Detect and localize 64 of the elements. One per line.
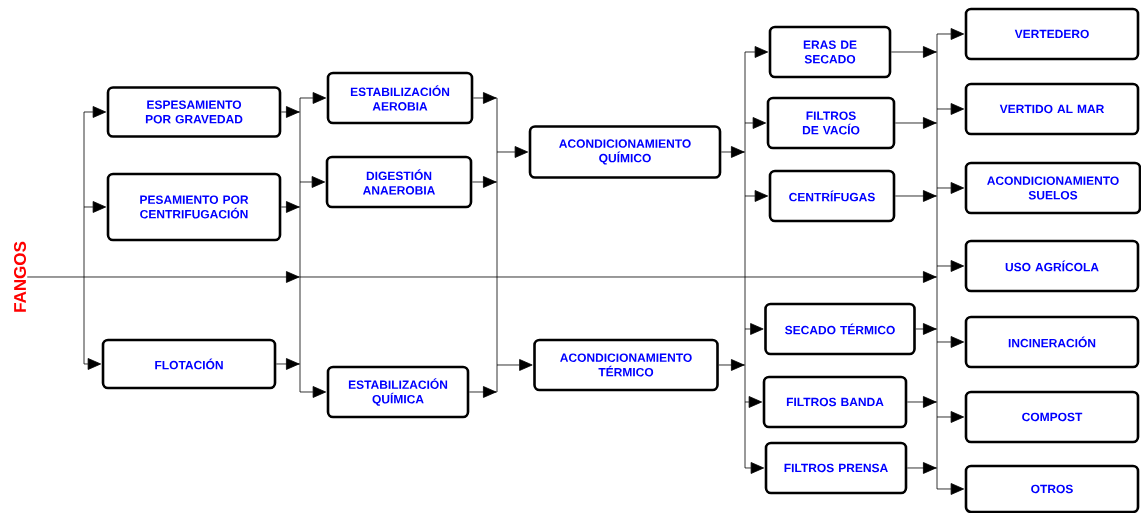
arrow (83, 271, 301, 283)
arrow (720, 146, 746, 158)
process-box: FILTROS PRENSA (764, 441, 908, 495)
process-box: ACONDICIONAMIENTO SUELOS (964, 161, 1141, 215)
arrow (744, 396, 763, 408)
arrow (915, 323, 938, 335)
arrow (299, 176, 326, 188)
arrow (936, 28, 965, 40)
arrow (936, 103, 965, 115)
arrow (471, 176, 498, 188)
arrow (275, 358, 301, 370)
process-box: ESPESAMIENTO POR GRAVEDAD (106, 86, 282, 138)
process-box: ERAS DE SECADO (768, 25, 892, 79)
arrow (744, 462, 765, 474)
process-box: DIGESTIÓN ANAEROBIA (325, 155, 473, 209)
arrow (496, 146, 529, 158)
process-box: SECADO TÉRMICO (764, 302, 916, 356)
arrow (894, 117, 938, 129)
arrow (936, 260, 965, 272)
arrow (718, 359, 746, 371)
arrow (906, 462, 938, 474)
arrow (280, 106, 301, 118)
process-box: VERTIDO AL MAR (964, 82, 1140, 136)
arrow (894, 190, 938, 202)
arrow (906, 396, 938, 408)
arrow (83, 201, 107, 213)
arrow (936, 182, 965, 194)
process-box: VERTEDERO (964, 7, 1140, 61)
process-box: COMPOST (964, 390, 1140, 444)
arrow (890, 46, 938, 58)
bus-line (744, 51, 746, 469)
bus-line (83, 111, 85, 365)
process-box: PESAMIENTO POR CENTRIFUGACIÓN (106, 172, 282, 242)
arrow (744, 190, 769, 202)
arrow (936, 483, 965, 495)
process-box: ACONDICIONAMIENTO TÉRMICO (533, 338, 719, 392)
arrow (83, 106, 107, 118)
process-box: CENTRÍFUGAS (768, 169, 896, 223)
bus-line (299, 97, 301, 393)
process-box: FLOTACIÓN (101, 338, 277, 390)
arrow (744, 323, 764, 335)
process-box: ACONDICIONAMIENTO QUÍMICO (528, 125, 722, 179)
arrow (472, 92, 498, 104)
process-box: FILTROS DE VACÍO (766, 96, 896, 150)
arrow (83, 358, 102, 370)
bus-line (936, 33, 938, 490)
arrow (468, 386, 498, 398)
process-box: USO AGRÍCOLA (964, 239, 1140, 293)
arrow (744, 46, 769, 58)
arrow (744, 117, 767, 129)
arrow (299, 386, 327, 398)
process-box: FILTROS BANDA (762, 375, 908, 429)
process-box: ESTABILIZACIÓN QUÍMICA (326, 365, 470, 419)
arrow (299, 271, 938, 283)
process-box: INCINERACIÓN (964, 315, 1140, 369)
arrow (936, 336, 965, 348)
arrow (936, 411, 965, 423)
arrow (299, 92, 327, 104)
process-box: OTROS (964, 464, 1140, 513)
arrow (280, 201, 301, 213)
input-label: FANGOS (14, 241, 27, 312)
process-box: ESTABILIZACIÓN AEROBIA (326, 71, 474, 125)
bus-line (496, 97, 498, 393)
arrow (496, 359, 533, 371)
